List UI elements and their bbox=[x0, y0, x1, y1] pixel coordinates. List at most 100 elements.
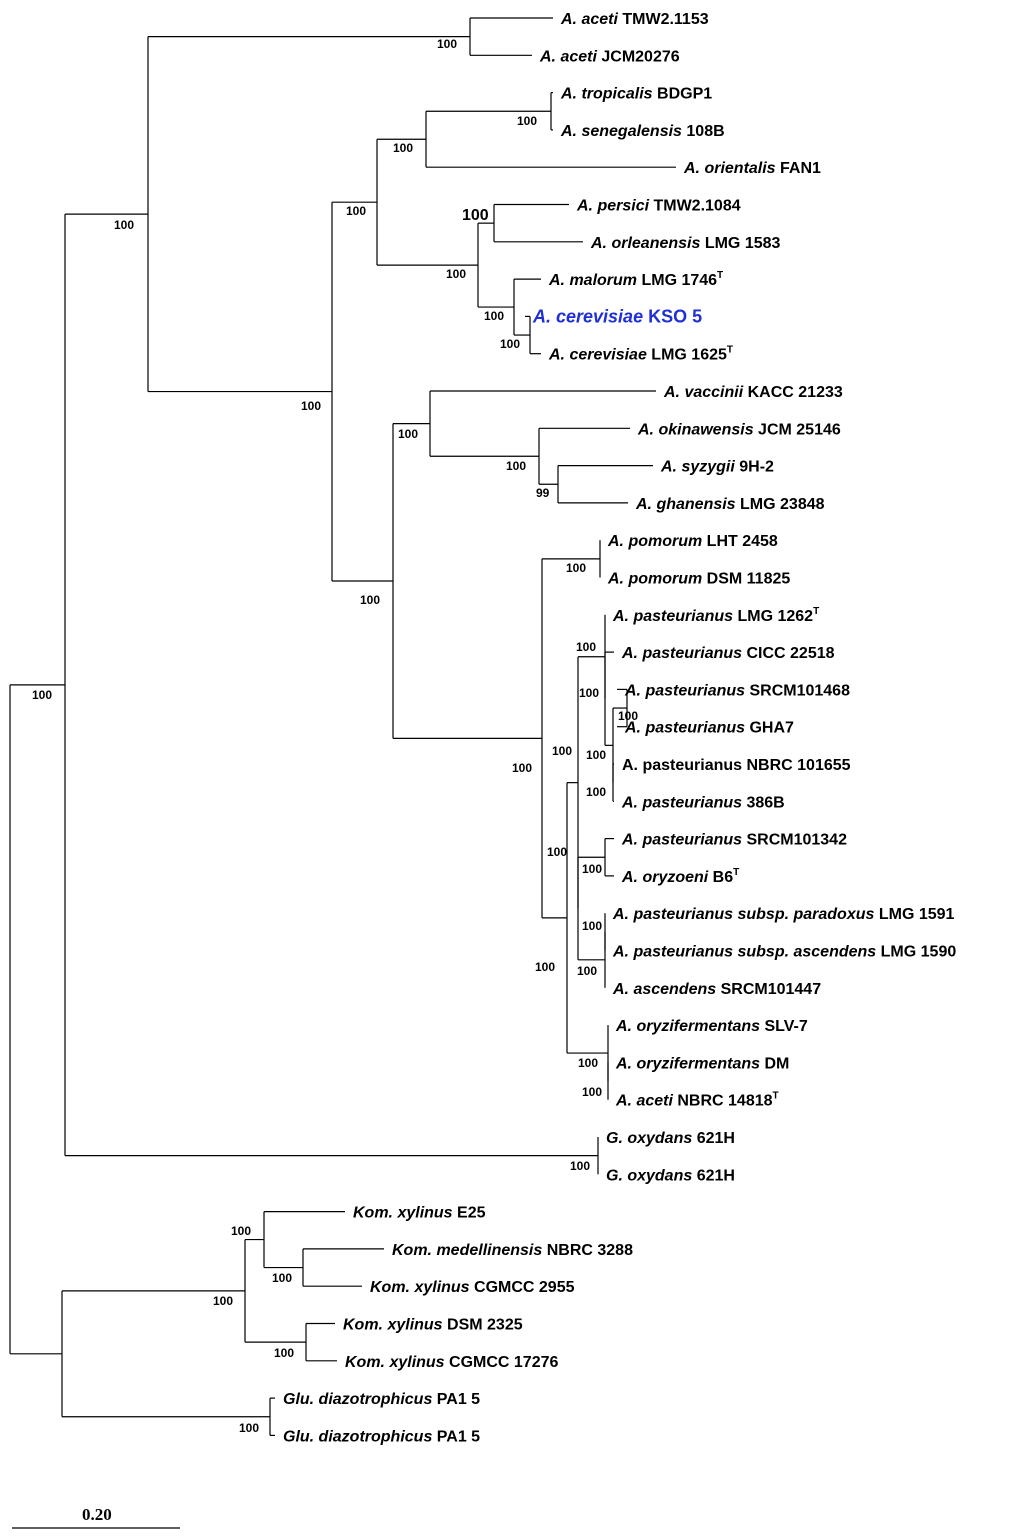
leaf-strain: TMW2.1153 bbox=[618, 11, 709, 28]
leaf-species: A. tropicalis bbox=[560, 86, 653, 103]
leaf-strain: KSO 5 bbox=[643, 306, 702, 326]
bootstrap-value: 100 bbox=[618, 709, 638, 723]
leaf-species: A. pasteurianus bbox=[621, 794, 742, 811]
bootstrap-value: 100 bbox=[582, 919, 602, 933]
bootstrap-value: 100 bbox=[517, 114, 537, 128]
leaf-strain: CICC 22518 bbox=[742, 645, 835, 662]
bootstrap-value: 99 bbox=[536, 486, 550, 500]
bootstrap-value: 100 bbox=[570, 1159, 590, 1173]
bootstrap-value: 100 bbox=[582, 862, 602, 876]
leaf-label: A. oryzifermentans DM bbox=[615, 1055, 789, 1072]
leaf-strain: CGMCC 17276 bbox=[445, 1354, 559, 1371]
bootstrap-value: 100 bbox=[586, 785, 606, 799]
leaf-strain: KACC 21233 bbox=[743, 384, 843, 401]
leaf-species: A. pasteurianus subsp. paradoxus bbox=[612, 906, 875, 923]
leaf-label: A. pasteurianus SRCM101468 bbox=[624, 682, 850, 699]
leaf-species: Kom. xylinus bbox=[343, 1317, 443, 1334]
leaf-label: Glu. diazotrophicus PA1 5 bbox=[283, 1428, 480, 1445]
leaf-label: A. aceti TMW2.1153 bbox=[560, 11, 709, 28]
bootstrap-value: 100 bbox=[32, 688, 52, 702]
leaf-species: A. cerevisiae bbox=[548, 347, 647, 364]
bootstrap-value: 100 bbox=[239, 1421, 259, 1435]
leaf-species: A. vaccinii bbox=[663, 384, 744, 401]
leaf-strain: DSM 11825 bbox=[702, 571, 790, 588]
leaf-strain: SRCM101468 bbox=[745, 682, 850, 699]
bootstrap-value: 100 bbox=[586, 748, 606, 762]
leaf-strain: SRCM101447 bbox=[716, 981, 821, 998]
bootstrap-value: 100 bbox=[566, 561, 586, 575]
bootstrap-value: 100 bbox=[231, 1224, 251, 1238]
leaf-strain: 386B bbox=[742, 794, 785, 811]
leaf-strain: GHA7 bbox=[745, 720, 794, 737]
bootstrap-value: 100 bbox=[393, 141, 413, 155]
leaf-strain: E25 bbox=[453, 1205, 486, 1222]
leaf-strain: LMG 1590 bbox=[876, 944, 956, 961]
bootstrap-value: 100 bbox=[577, 964, 597, 978]
leaf-species: A. pomorum bbox=[607, 533, 702, 550]
leaf-species: Kom. medellinensis bbox=[392, 1242, 542, 1259]
leaf-label: A. oryzifermentans SLV-7 bbox=[615, 1018, 808, 1035]
leaf-label: A. aceti JCM20276 bbox=[539, 48, 680, 65]
leaf-label: A. cerevisiae KSO 5 bbox=[532, 306, 702, 326]
bootstrap-value: 100 bbox=[360, 593, 380, 607]
leaf-strain: LMG 1625 bbox=[647, 347, 727, 364]
leaf-strain: PA1 5 bbox=[432, 1391, 480, 1408]
leaf-strain: CGMCC 2955 bbox=[470, 1279, 575, 1296]
leaf-strain: A. pasteurianus NBRC 101655 bbox=[622, 757, 851, 774]
leaf-species: A. oryzifermentans bbox=[615, 1055, 760, 1072]
leaf-strain: LMG 23848 bbox=[736, 496, 825, 513]
leaf-strain: DM bbox=[760, 1055, 789, 1072]
leaf-strain: 621H bbox=[692, 1167, 735, 1184]
leaf-label: A. okinawensis JCM 25146 bbox=[637, 421, 841, 438]
leaf-label: Kom. xylinus E25 bbox=[353, 1205, 486, 1222]
leaf-species: A. syzygii bbox=[660, 459, 735, 476]
bootstrap-value: 100 bbox=[301, 399, 321, 413]
leaf-strain: SRCM101342 bbox=[742, 832, 847, 849]
bootstrap-value: 100 bbox=[582, 1085, 602, 1099]
leaf-species: A. pasteurianus bbox=[624, 720, 745, 737]
leaf-label: A. malorum LMG 1746T bbox=[548, 270, 723, 289]
leaf-strain: FAN1 bbox=[776, 160, 821, 177]
leaf-species: A. orientalis bbox=[683, 160, 776, 177]
type-strain-mark: T bbox=[717, 270, 723, 281]
leaf-label: A. pasteurianus NBRC 101655 bbox=[622, 757, 851, 774]
bootstrap-value: 100 bbox=[274, 1346, 294, 1360]
leaf-label: A. cerevisiae LMG 1625T bbox=[548, 345, 733, 364]
scale-bar-label: 0.20 bbox=[82, 1505, 112, 1524]
leaf-species: A. aceti bbox=[560, 11, 618, 28]
leaf-species: A. pomorum bbox=[607, 571, 702, 588]
bootstrap-value: 100 bbox=[552, 744, 572, 758]
leaf-label: A. pomorum DSM 11825 bbox=[607, 571, 790, 588]
leaf-species: A. ghanensis bbox=[635, 496, 736, 513]
leaf-label: Kom. xylinus CGMCC 17276 bbox=[345, 1354, 559, 1371]
leaf-species: A. pasteurianus bbox=[621, 645, 742, 662]
leaf-species: A. aceti bbox=[539, 48, 597, 65]
leaf-species: Glu. diazotrophicus bbox=[283, 1428, 432, 1445]
leaf-species: A. senegalensis bbox=[560, 123, 682, 140]
type-strain-mark: T bbox=[727, 345, 733, 356]
leaf-label: A. pasteurianus subsp. paradoxus LMG 159… bbox=[612, 906, 955, 923]
leaf-species: A. pasteurianus bbox=[621, 832, 742, 849]
leaf-strain: 108B bbox=[682, 123, 725, 140]
leaf-species: A. ascendens bbox=[612, 981, 716, 998]
leaf-label: A. orientalis FAN1 bbox=[683, 160, 821, 177]
leaf-label: A. pasteurianus SRCM101342 bbox=[621, 832, 847, 849]
type-strain-mark: T bbox=[813, 606, 819, 617]
leaf-strain: LMG 1583 bbox=[700, 235, 780, 252]
leaf-label: A. ghanensis LMG 23848 bbox=[635, 496, 825, 513]
leaf-species: G. oxydans bbox=[606, 1130, 692, 1147]
bootstrap-value: 100 bbox=[579, 686, 599, 700]
bootstrap-value: 100 bbox=[512, 761, 532, 775]
leaf-species: A. okinawensis bbox=[637, 421, 754, 438]
leaf-species: A. pasteurianus bbox=[624, 682, 745, 699]
leaf-label: A. pasteurianus LMG 1262T bbox=[612, 606, 819, 625]
leaf-strain: 621H bbox=[692, 1130, 735, 1147]
leaf-species: Glu. diazotrophicus bbox=[283, 1391, 432, 1408]
leaf-label: A. syzygii 9H-2 bbox=[660, 459, 774, 476]
leaf-label: Kom. xylinus DSM 2325 bbox=[343, 1317, 523, 1334]
bootstrap-value: 100 bbox=[578, 1056, 598, 1070]
leaf-label: A. vaccinii KACC 21233 bbox=[663, 384, 843, 401]
bootstrap-value: 100 bbox=[213, 1294, 233, 1308]
leaf-species: Kom. xylinus bbox=[353, 1205, 453, 1222]
